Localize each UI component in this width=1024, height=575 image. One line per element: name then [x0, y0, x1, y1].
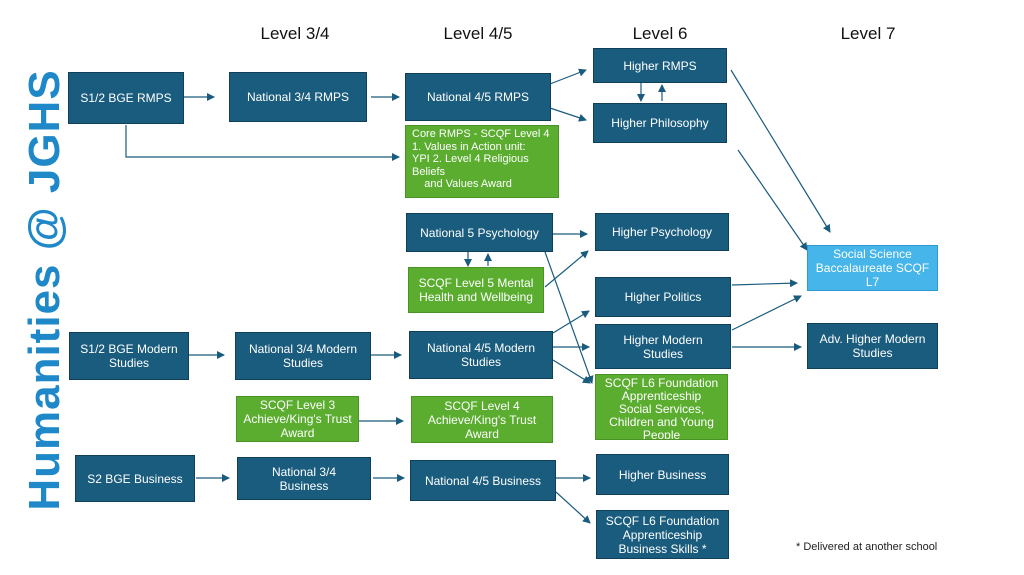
s2-bge-business-box: S2 BGE Business — [75, 455, 195, 502]
adv-higher-modern-studies-box: Adv. Higher Modern Studies — [807, 323, 938, 369]
national-34-rmps-box: National 3/4 RMPS — [229, 72, 367, 122]
level-7-heading: Level 7 — [840, 24, 896, 43]
scqf-level-5-mental-health-box: SCQF Level 5 Mental Health and Wellbeing — [408, 267, 544, 313]
higher-politics-box: Higher Politics — [595, 277, 731, 317]
arrow-nat5psych-scqf6social — [544, 251, 594, 384]
national-5-psychology-box: National 5 Psychology — [406, 213, 553, 252]
national-45-modern-studies-box: National 4/5 Modern Studies — [409, 331, 553, 379]
arrow-nat45rmps-higherrmps — [549, 68, 587, 85]
arrow-higherphil-bacc — [737, 149, 808, 251]
footnote: * Delivered at another school — [796, 541, 938, 553]
core-rmps-box: Core RMPS - SCQF Level 4 1. Values in Ac… — [405, 125, 559, 198]
national-34-business-box: National 3/4 Business — [237, 457, 371, 500]
national-45-rmps-box: National 4/5 RMPS — [405, 73, 551, 121]
higher-business-box: Higher Business — [596, 454, 729, 495]
higher-philosophy-box: Higher Philosophy — [593, 103, 727, 143]
arrow-s12rmps-corermps — [125, 125, 400, 161]
social-science-baccalaureate-box: Social Science Baccalaureate SCQF L7 — [807, 245, 938, 291]
arrow-politics-bacc — [731, 279, 798, 288]
arrow-nat45business-scqf6business — [555, 491, 591, 524]
arrow-nat45rmps-higherphil — [549, 107, 587, 122]
national-34-modern-studies-box: National 3/4 Modern Studies — [235, 332, 371, 380]
national-45-business-box: National 4/5 Business — [410, 460, 556, 501]
arrow-nat45modern-politics — [552, 310, 590, 334]
arrow-scqf5-higherpsych — [544, 250, 589, 288]
scqf-level-3-achieve-box: SCQF Level 3 Achieve/King's Trust Award — [236, 396, 359, 442]
s12-bge-modern-studies-box: S1/2 BGE Modern Studies — [69, 332, 189, 380]
higher-rmps-box: Higher RMPS — [593, 48, 727, 83]
scqf-l6-social-services-box: SCQF L6 Foundation Apprenticeship Social… — [595, 374, 728, 440]
higher-psychology-box: Higher Psychology — [595, 213, 729, 251]
arrow-highermodern-bacc — [731, 295, 802, 331]
higher-modern-studies-box: Higher Modern Studies — [595, 324, 731, 369]
level-6-heading: Level 6 — [632, 24, 688, 43]
arrow-higherrmps-bacc — [730, 69, 831, 233]
s12-bge-rmps-box: S1/2 BGE RMPS — [68, 72, 184, 124]
scqf-level-4-achieve-box: SCQF Level 4 Achieve/King's Trust Award — [411, 396, 553, 443]
level-3-4-heading: Level 3/4 — [260, 24, 330, 43]
arrow-nat45modern-scqf6social — [552, 359, 591, 384]
scqf-l6-business-skills-box: SCQF L6 Foundation Apprenticeship Busine… — [596, 510, 729, 559]
level-4-5-heading: Level 4/5 — [443, 24, 513, 43]
